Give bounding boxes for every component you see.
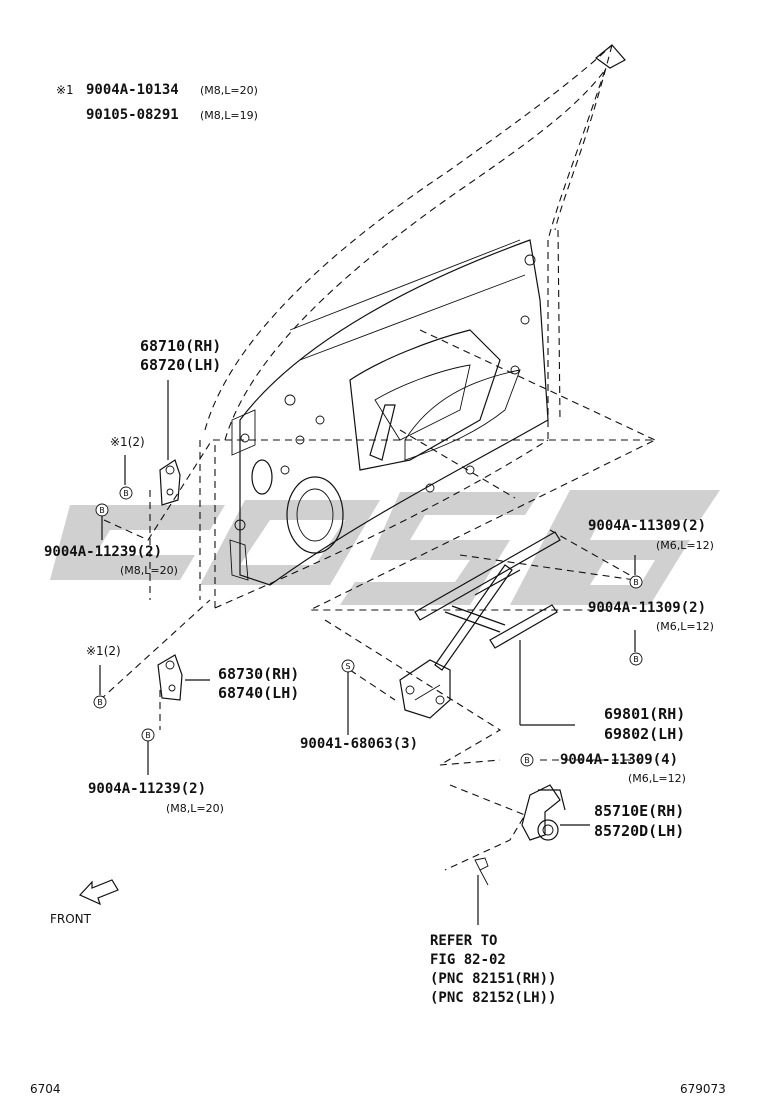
bolt-upper-hinge-spec: (M8,L=20) xyxy=(120,564,178,577)
svg-text:B: B xyxy=(633,655,639,664)
svg-text:S: S xyxy=(345,662,350,671)
header-mark: ※1 xyxy=(56,83,73,97)
reg-bolt-3-part: 9004A-11309(4) xyxy=(560,752,678,768)
svg-text:B: B xyxy=(97,698,103,707)
badge-screw-s: S xyxy=(341,659,355,673)
reg-bolt-2-spec: (M6,L=12) xyxy=(656,620,714,633)
header-spec-1: (M8,L=20) xyxy=(200,84,258,97)
regulator-rh: 69801(RH) xyxy=(604,705,685,723)
reg-bolt-2-part: 9004A-11309(2) xyxy=(588,600,706,616)
svg-text:B: B xyxy=(99,506,105,515)
header-part-2: 90105-08291 xyxy=(86,107,179,123)
badge-reg-bolt-1: B xyxy=(629,575,643,589)
svg-text:B: B xyxy=(123,489,129,498)
callout-leader-lines xyxy=(99,380,636,925)
hinge-upper-lh: 68720(LH) xyxy=(140,356,221,374)
window-regulator-illustration xyxy=(399,531,561,719)
screw-part: 90041-68063(3) xyxy=(300,736,418,752)
bolt-upper-left-mark: ※1(2) xyxy=(110,435,145,449)
regulator-motor-illustration xyxy=(474,784,566,886)
reg-bolt-3-spec: (M6,L=12) xyxy=(628,772,686,785)
refer-line-4: (PNC 82152(LH)) xyxy=(430,990,556,1006)
upper-hinge-illustration xyxy=(159,459,181,506)
door-panel-illustration xyxy=(199,44,626,609)
bolt-upper-hinge-part: 9004A-11239(2) xyxy=(44,544,162,560)
hinge-lower-rh: 68730(RH) xyxy=(218,665,299,683)
hinge-upper-rh: 68710(RH) xyxy=(140,337,221,355)
footer-right-code: 679073 xyxy=(680,1082,726,1096)
badge-lower-left-b: B xyxy=(93,695,107,709)
badge-upper-left-b: B xyxy=(119,486,133,500)
bolt-lower-hinge-spec: (M8,L=20) xyxy=(166,802,224,815)
svg-text:B: B xyxy=(633,578,639,587)
bolt-lower-left-mark: ※1(2) xyxy=(86,644,121,658)
refer-line-3: (PNC 82151(RH)) xyxy=(430,971,556,987)
header-spec-2: (M8,L=19) xyxy=(200,109,258,122)
svg-text:B: B xyxy=(524,756,530,765)
header-part-1: 9004A-10134 xyxy=(86,82,179,98)
badge-reg-bolt-3: B xyxy=(520,753,534,767)
footer-left-code: 6704 xyxy=(30,1082,61,1096)
badge-reg-bolt-2: B xyxy=(629,652,643,666)
hinge-lower-lh: 68740(LH) xyxy=(218,684,299,702)
reg-bolt-1-spec: (M6,L=12) xyxy=(656,539,714,552)
regulator-lh: 69802(LH) xyxy=(604,725,685,743)
motor-lh: 85720D(LH) xyxy=(594,822,684,840)
reg-bolt-1-part: 9004A-11309(2) xyxy=(588,518,706,534)
front-label: FRONT xyxy=(50,912,92,926)
svg-text:B: B xyxy=(145,731,151,740)
front-arrow-icon xyxy=(78,879,119,906)
assembly-leader-lines xyxy=(99,329,656,871)
badge-upper-hinge-b: B xyxy=(95,503,109,517)
refer-line-1: REFER TO xyxy=(430,933,497,949)
lower-hinge-illustration xyxy=(157,654,183,701)
bolt-lower-hinge-part: 9004A-11239(2) xyxy=(88,781,206,797)
refer-line-2: FIG 82-02 xyxy=(430,952,506,968)
watermark-logo xyxy=(50,490,720,605)
badge-lower-hinge-b: B xyxy=(141,728,155,742)
motor-rh: 85710E(RH) xyxy=(594,802,684,820)
